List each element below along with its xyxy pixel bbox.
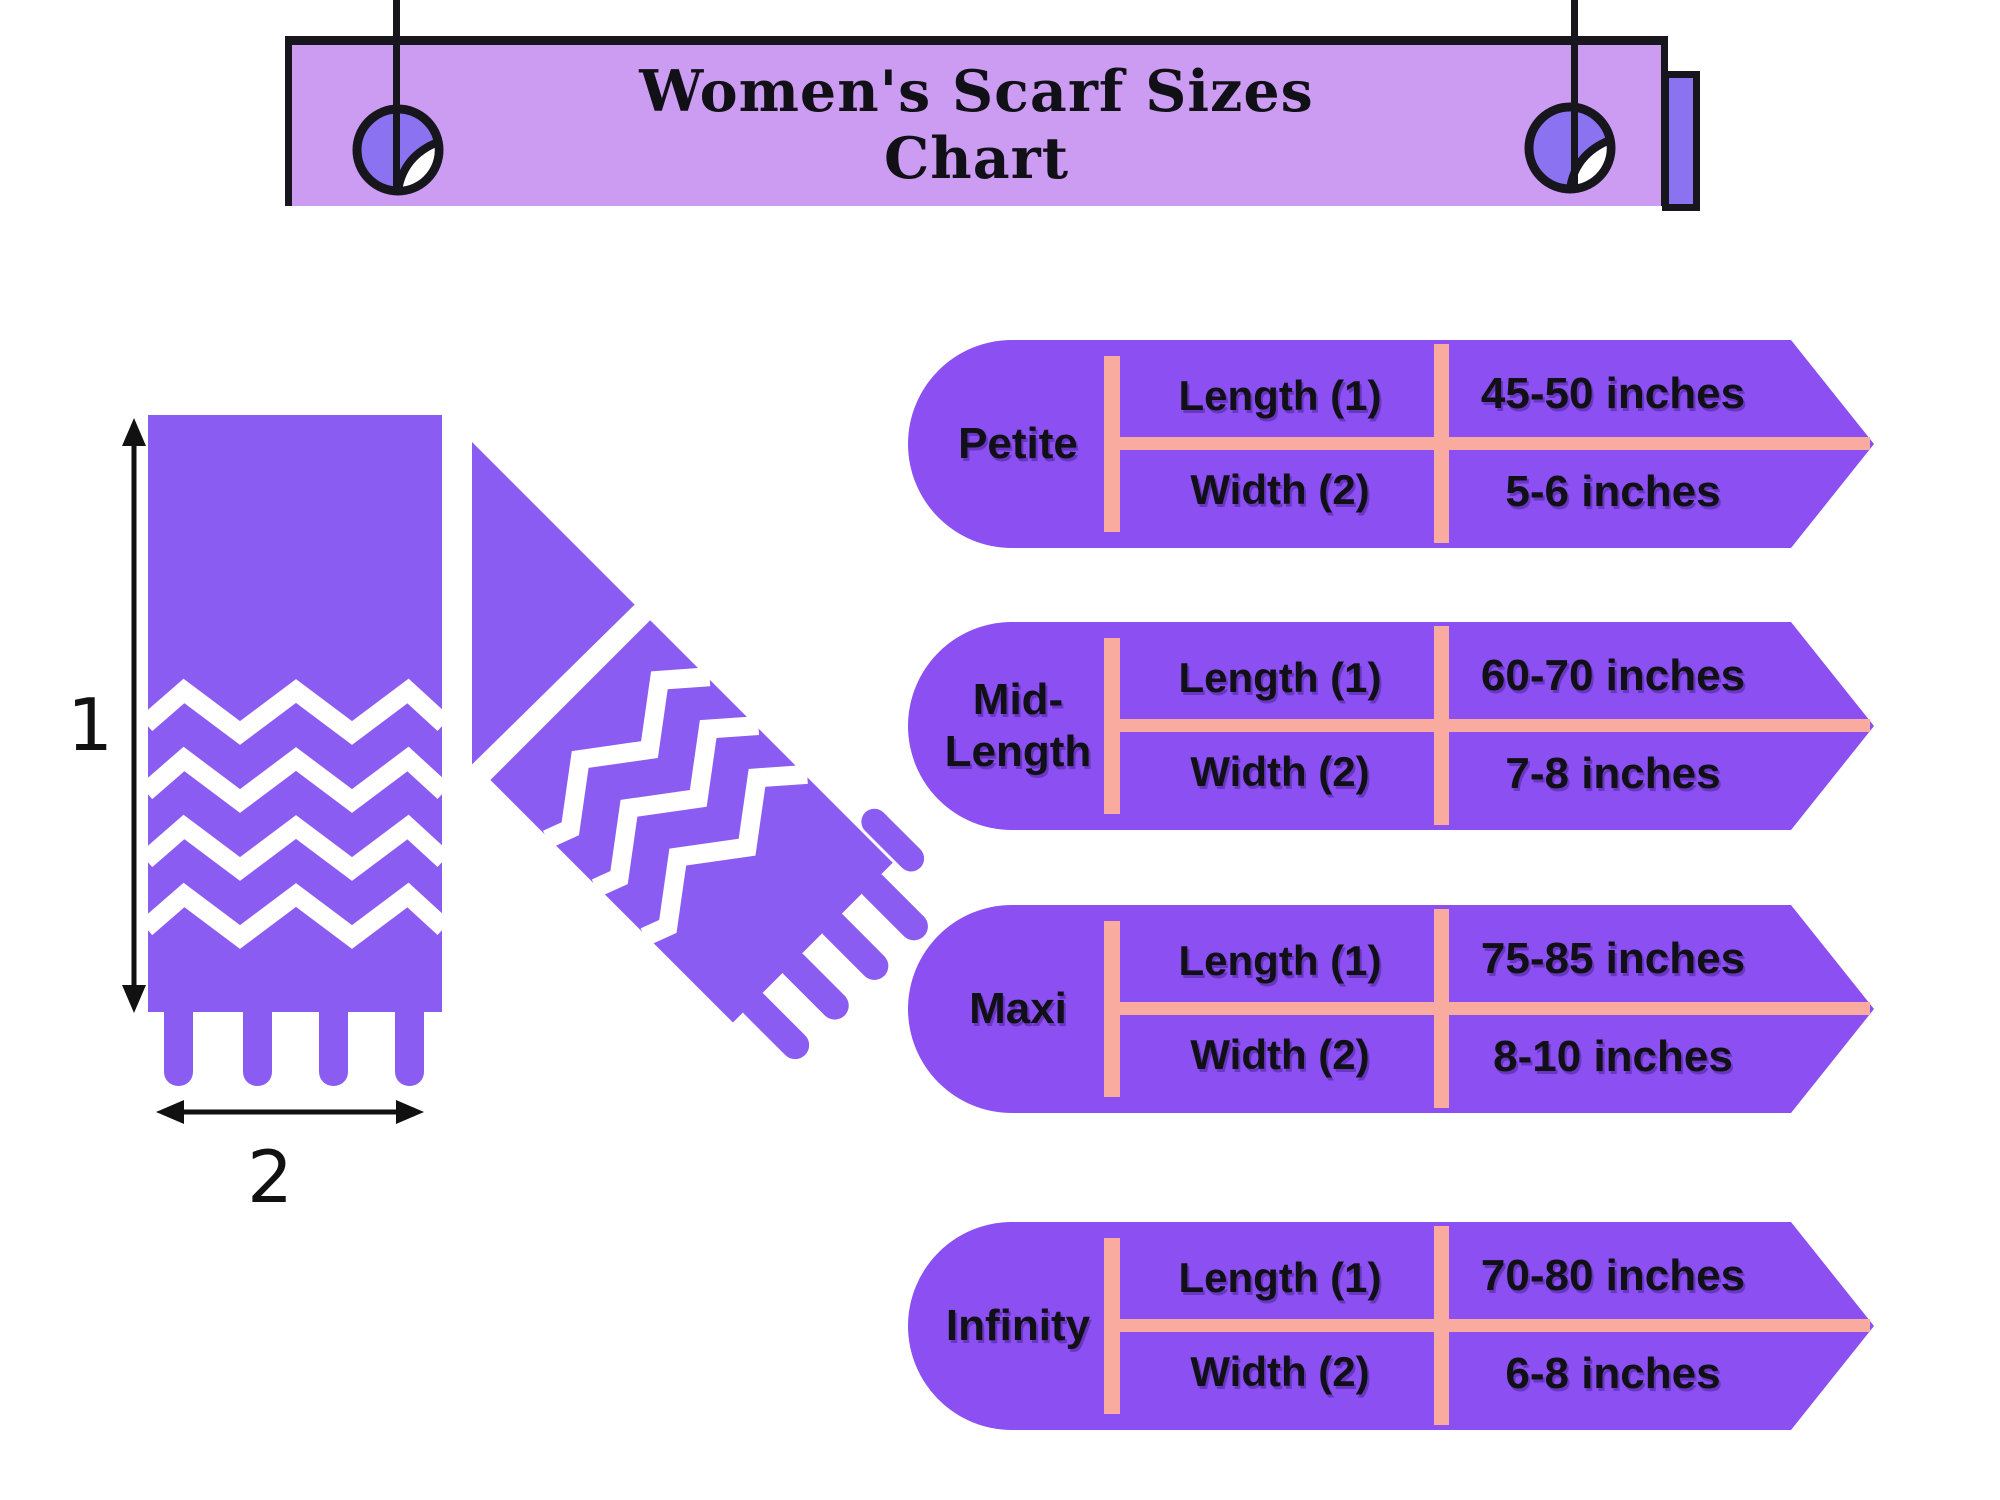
row-divider-bar-2 — [1434, 626, 1449, 825]
width-value: 8-10 inches — [1493, 1032, 1733, 1081]
width-value: 6-8 inches — [1505, 1349, 1721, 1398]
width-label: Width (2) — [1190, 1348, 1370, 1395]
width-marker-label: 2 — [247, 1135, 293, 1219]
width-arrow — [156, 1100, 424, 1124]
page-title-line-2: Chart — [883, 124, 1070, 192]
row-divider-bar — [1104, 356, 1120, 532]
width-label: Width (2) — [1190, 1031, 1370, 1078]
length-arrow — [122, 418, 146, 1013]
row-ribbon-shape — [908, 905, 1874, 1113]
row-divider-bar — [1104, 1238, 1120, 1414]
size-name: Maxi — [969, 984, 1067, 1034]
diagonal-scarf-graphic — [472, 442, 928, 1060]
row-divider-bar-2 — [1434, 344, 1449, 543]
row-divider-line — [1120, 1319, 1870, 1332]
length-label: Length (1) — [1178, 372, 1382, 419]
row-divider-bar — [1104, 638, 1120, 814]
right-string — [1571, 0, 1578, 186]
row-ribbon-shape — [908, 1222, 1874, 1430]
size-row-mid-length: Mid-Length Length (1) 60-70 inches Width… — [908, 622, 1874, 830]
length-marker-label: 1 — [67, 683, 113, 767]
width-value: 7-8 inches — [1505, 749, 1721, 798]
width-label: Width (2) — [1190, 748, 1370, 795]
length-value: 75-85 inches — [1480, 934, 1746, 983]
row-divider-line — [1120, 719, 1870, 732]
row-divider-line — [1120, 1002, 1870, 1015]
length-label: Length (1) — [1178, 654, 1382, 701]
size-name: Mid-Length — [944, 675, 1092, 776]
width-value: 5-6 inches — [1505, 467, 1721, 516]
width-label: Width (2) — [1190, 466, 1370, 513]
size-name: Infinity — [945, 1301, 1091, 1351]
row-ribbon-shape — [908, 340, 1874, 548]
row-divider-line — [1120, 437, 1870, 450]
row-divider-bar-2 — [1434, 909, 1449, 1108]
size-row-maxi: Maxi Length (1) 75-85 inches Width (2) 8… — [908, 905, 1874, 1113]
left-grommet-icon — [352, 0, 444, 196]
length-value: 70-80 inches — [1480, 1251, 1746, 1300]
row-divider-bar-2 — [1434, 1226, 1449, 1425]
length-label: Length (1) — [1178, 1254, 1382, 1301]
length-value: 45-50 inches — [1480, 369, 1746, 418]
left-string — [393, 0, 400, 188]
vertical-scarf-graphic — [139, 415, 451, 1086]
right-grommet-icon — [1524, 0, 1616, 194]
row-ribbon-shape — [908, 622, 1874, 830]
size-row-petite: Petite Length (1) 45-50 inches Width (2)… — [908, 340, 1874, 548]
size-name: Petite — [958, 419, 1078, 469]
row-divider-bar — [1104, 921, 1120, 1097]
length-label: Length (1) — [1178, 937, 1382, 984]
page-title-line-1: Women's Scarf Sizes — [639, 57, 1314, 125]
size-row-infinity: Infinity Length (1) 70-80 inches Width (… — [908, 1222, 1874, 1430]
title-banner: Women's Scarf Sizes Chart — [285, 36, 1668, 206]
length-value: 60-70 inches — [1480, 651, 1746, 700]
